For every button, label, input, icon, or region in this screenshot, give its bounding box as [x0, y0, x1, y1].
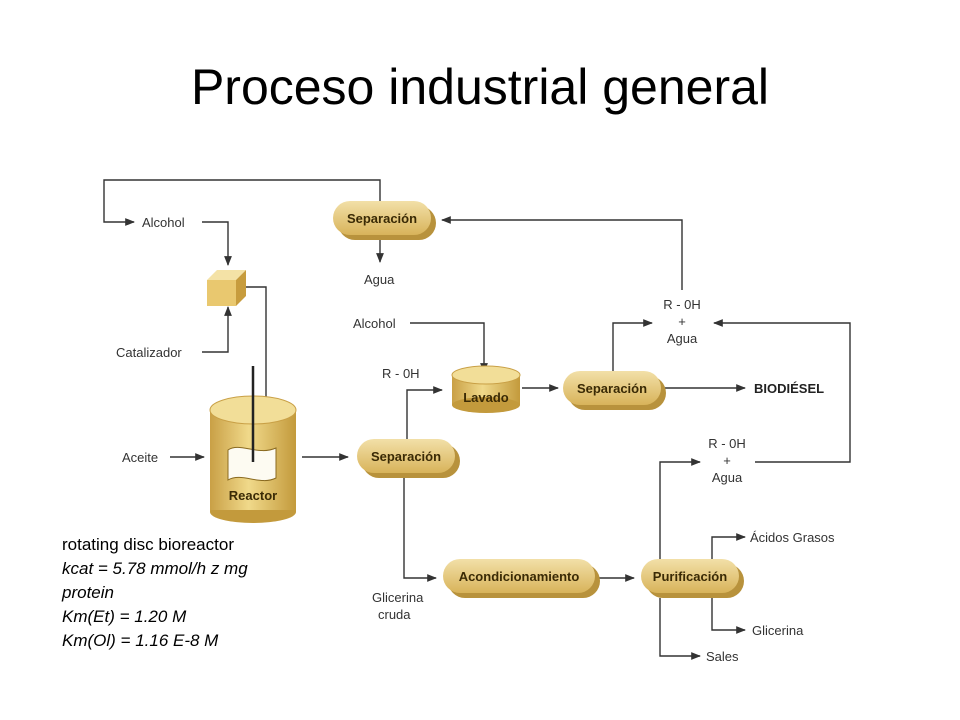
recycle-alcohol-line	[103, 179, 381, 226]
purificacion-to-acidos-line	[711, 533, 746, 560]
alcohol-to-catalyst-line	[202, 221, 232, 266]
separation-to-lavado-line	[406, 386, 443, 440]
lavado-label: Lavado	[463, 390, 509, 405]
slide-title: Proceso industrial general	[190, 59, 770, 115]
glicerina-cruda-line2: cruda	[378, 607, 411, 622]
separation-to-recycle-line	[612, 319, 653, 372]
notes-line-3: protein	[62, 583, 114, 602]
flow-lines	[103, 179, 851, 660]
catalyst-to-reactor-line	[243, 286, 267, 398]
separacion-top-label: Separación	[347, 211, 417, 226]
reactor-unit: Reactor	[209, 366, 297, 523]
sales-label: Sales	[706, 649, 739, 664]
recycle-top-line1: R - 0H	[663, 297, 701, 312]
aceite-label: Aceite	[122, 450, 158, 465]
purificacion-to-recycle-line	[659, 458, 701, 560]
biodiesel-label: BIODIÉSEL	[754, 381, 824, 396]
purificacion-label: Purificación	[653, 569, 727, 584]
recycle-bottom-line3: Agua	[712, 470, 743, 485]
notes-line-2: kcat = 5.78 mmol/h z mg	[62, 559, 248, 578]
notes-line-1: rotating disc bioreactor	[62, 535, 234, 554]
catalizador-to-catalyst-line	[202, 306, 232, 353]
separacion-top-unit: Separación	[333, 201, 436, 240]
bioreactor-notes: rotating disc bioreactor kcat = 5.78 mmo…	[62, 533, 248, 653]
alcohol-mid-label: Alcohol	[353, 316, 396, 331]
separation-to-acondicionamiento-line	[403, 475, 437, 582]
purificacion-to-sales-line	[659, 598, 701, 660]
notes-line-4: Km(Et) = 1.20 M	[62, 607, 187, 626]
recycle-top-line3: Agua	[667, 331, 698, 346]
separacion-right-label: Separación	[577, 381, 647, 396]
recycle-bottom-to-top-line	[713, 319, 851, 463]
recycle-bottom-line2: +	[723, 453, 731, 468]
recycle-top-line2: +	[678, 314, 686, 329]
glicerina-label: Glicerina	[752, 623, 804, 638]
lavado-unit: Lavado	[451, 365, 521, 413]
acidos-grasos-label: Ácidos Grasos	[750, 530, 835, 545]
purificacion-unit: Purificación	[641, 559, 744, 598]
alcohol-to-lavado-line	[410, 322, 488, 373]
catalyst-cube	[207, 270, 246, 306]
separacion-right-unit: Separación	[563, 371, 666, 410]
purificacion-to-glicerina-line	[711, 598, 746, 634]
separacion-mid-unit: Separación	[357, 439, 460, 478]
separacion-mid-label: Separación	[371, 449, 441, 464]
acondicionamiento-unit: Acondicionamiento	[443, 559, 600, 598]
recycle-bottom-line1: R - 0H	[708, 436, 746, 451]
reactor-label: Reactor	[229, 488, 277, 503]
acondicionamiento-label: Acondicionamiento	[459, 569, 580, 584]
recycle-to-separation-line	[441, 216, 683, 290]
alcohol-top-label: Alcohol	[142, 215, 185, 230]
agua-label: Agua	[364, 272, 395, 287]
roh-left-label: R - 0H	[382, 366, 420, 381]
notes-line-5: Km(Ol) = 1.16 E-8 M	[62, 631, 219, 650]
catalizador-label: Catalizador	[116, 345, 182, 360]
glicerina-cruda-line1: Glicerina	[372, 590, 424, 605]
